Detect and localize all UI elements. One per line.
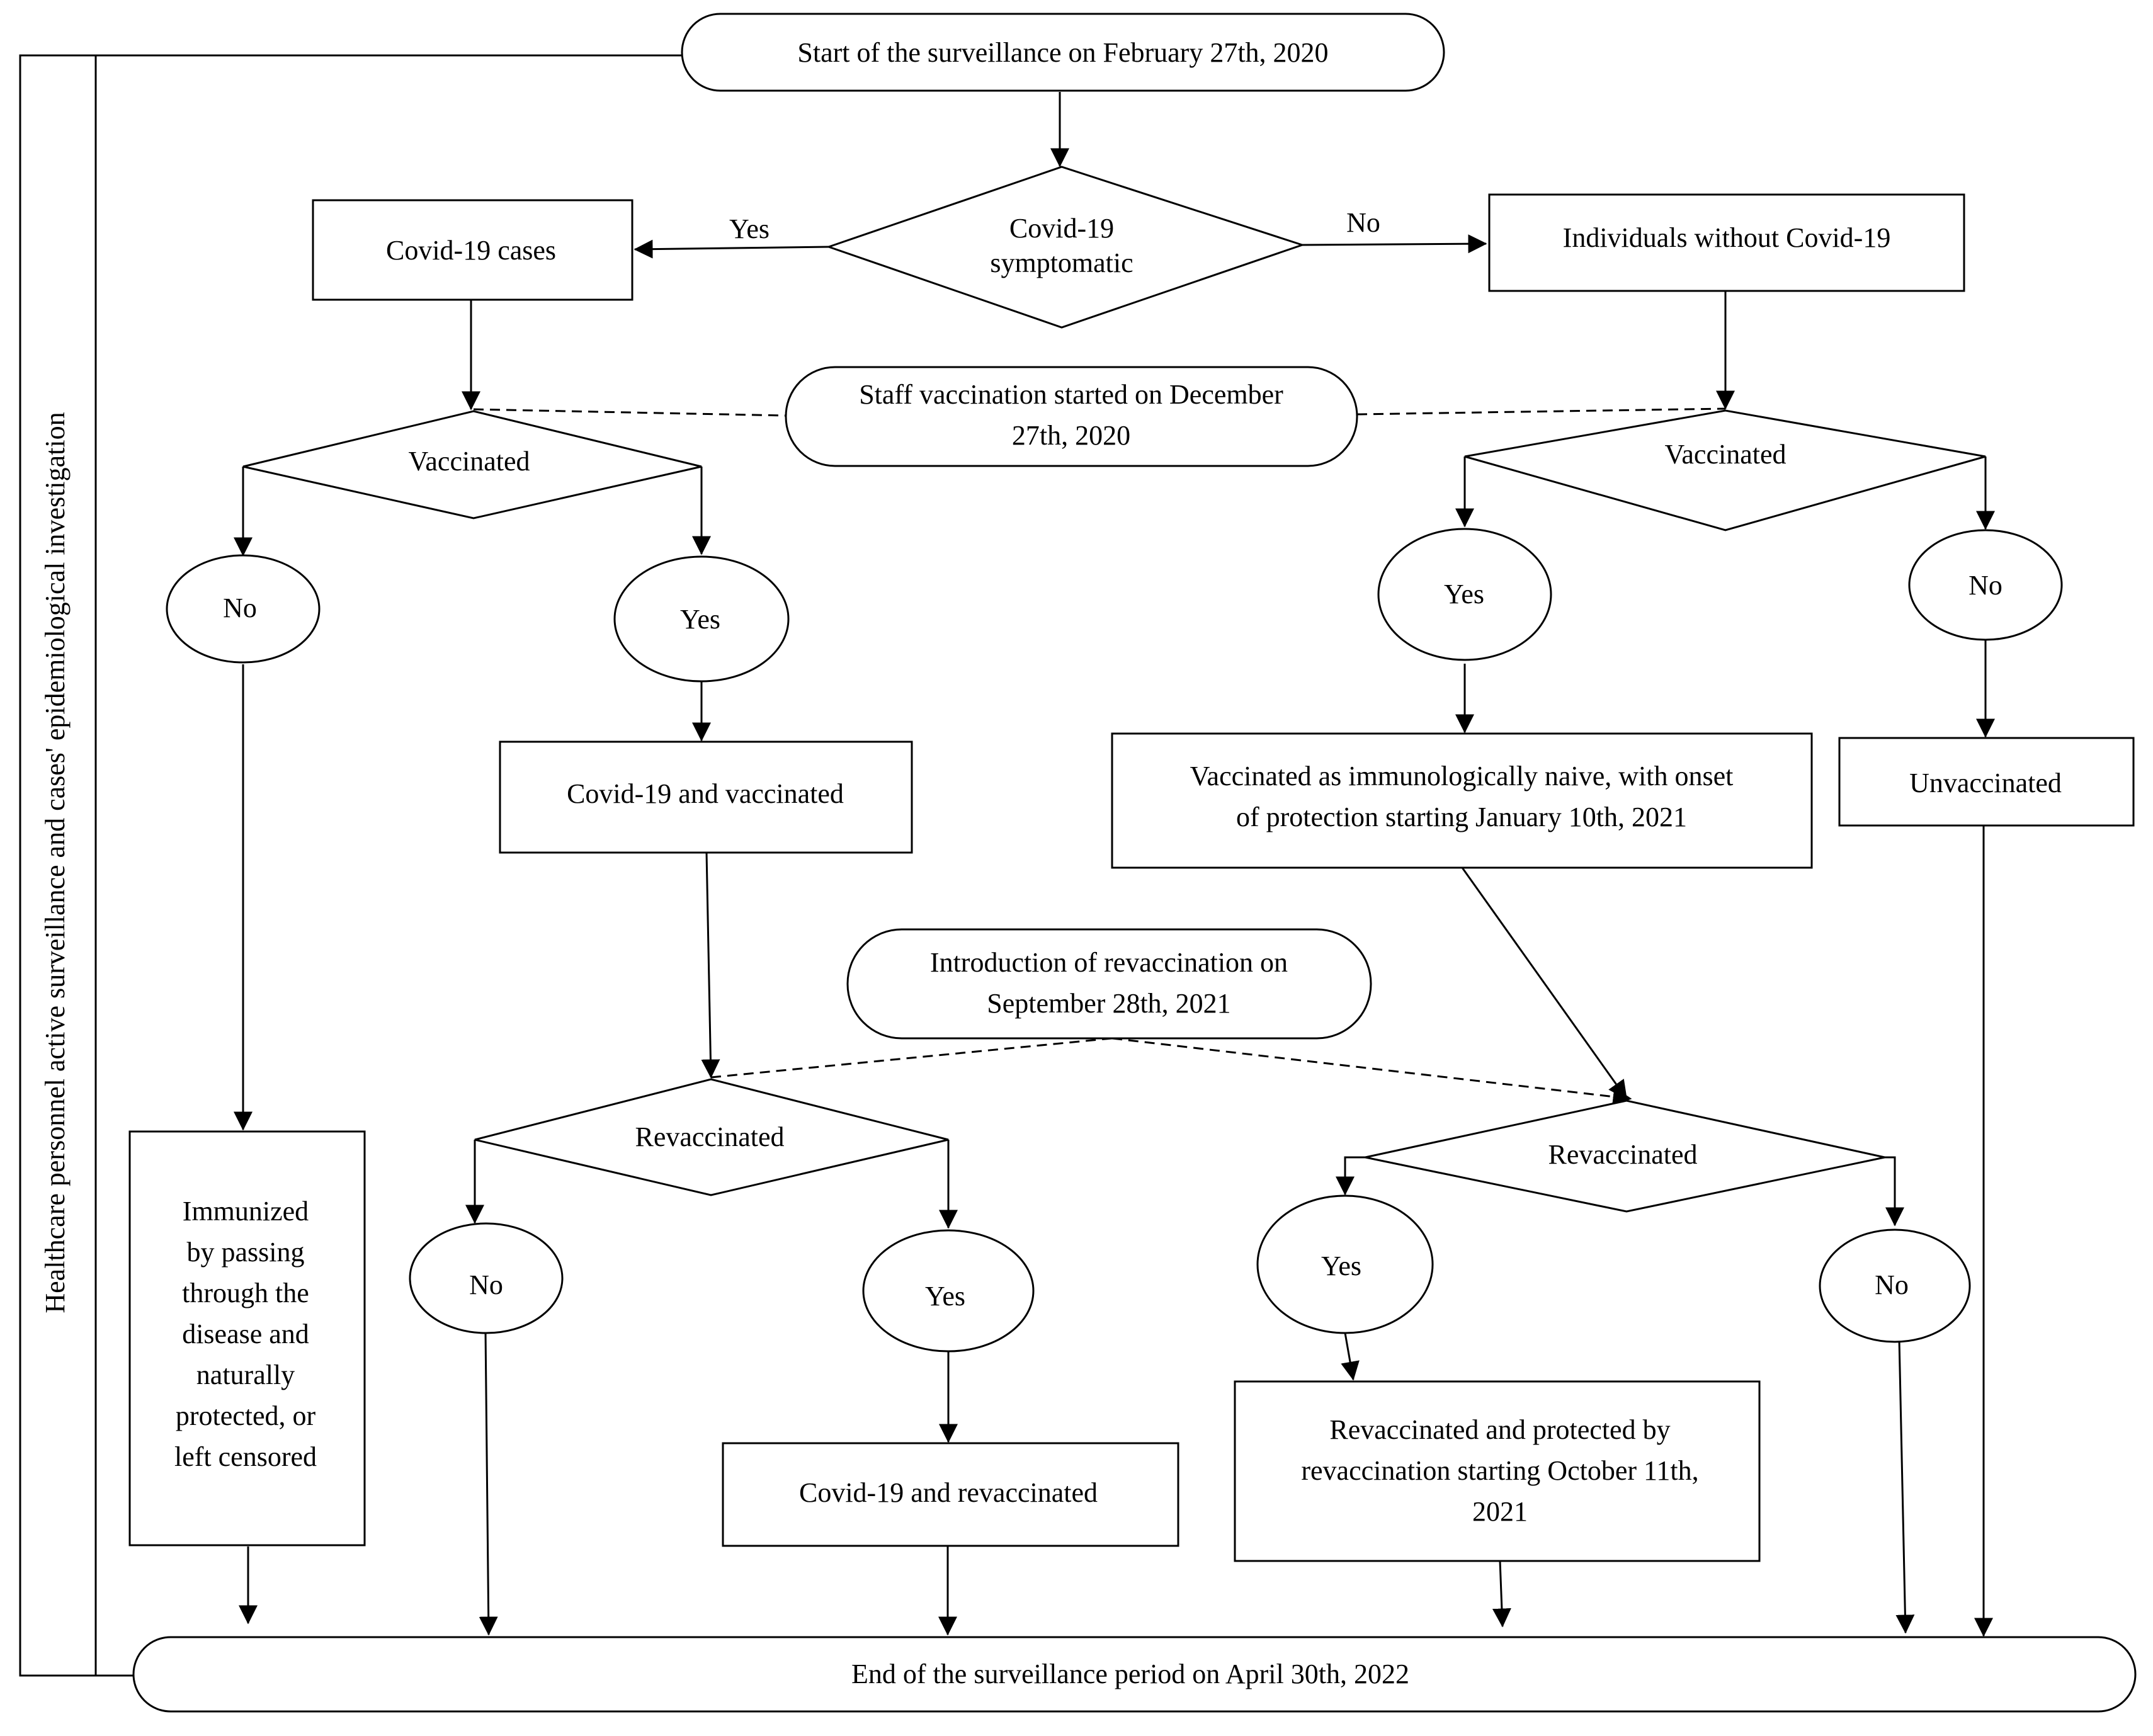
covid-symptomatic-line-1: Covid-19 <box>1009 213 1114 244</box>
yes-rev-left-node: Yes <box>862 1229 1035 1353</box>
arrow-decision-to-cases <box>633 239 829 259</box>
no-left-label: No <box>223 593 257 623</box>
covid-revaccinated-label: Covid-19 and revaccinated <box>799 1477 1098 1508</box>
immunized-line-6: protected, or <box>176 1400 316 1431</box>
arrow-decision-to-without <box>1302 234 1487 254</box>
immunized-line-3: through the <box>182 1278 309 1308</box>
no-rev-right-label: No <box>1875 1269 1909 1300</box>
dashed-link-staff-right <box>1356 407 1726 416</box>
yes-right-node: Yes <box>1377 528 1552 661</box>
covid-cases-node: Covid-19 cases <box>312 199 633 301</box>
revaccinated-protected-line-1: Revaccinated and protected by <box>1329 1414 1670 1445</box>
no-right-label: No <box>1968 570 2002 601</box>
arrow-no-right-to-end <box>1895 1339 1915 1634</box>
arrow-no-to-end <box>479 1331 498 1636</box>
without-covid-node: Individuals without Covid-19 <box>1488 193 1965 292</box>
start-node: Start of the surveillance on February 27… <box>681 13 1445 92</box>
covid-symptomatic-line-2: symptomatic <box>990 247 1133 278</box>
vaccinated-left-label: Vaccinated <box>409 446 530 477</box>
vaccinated-naive-line-2: of protection starting January 10th, 202… <box>1236 802 1687 832</box>
end-node: End of the surveillance period on April … <box>132 1636 2137 1713</box>
immunized-line-2: by passing <box>187 1237 305 1268</box>
yes-right-label: Yes <box>1444 579 1484 610</box>
yes-left-label: Yes <box>680 604 720 635</box>
connectors <box>234 92 1995 1637</box>
no-rev-left-node: No <box>409 1222 564 1334</box>
covid-symptomatic-decision: Covid-19 symptomatic <box>826 166 1305 329</box>
immunized-line-7: left censored <box>174 1441 317 1472</box>
revaccinated-right-label: Revaccinated <box>1548 1139 1698 1170</box>
immunized-line-5: naturally <box>196 1359 295 1390</box>
vaccinated-right-label: Vaccinated <box>1665 439 1787 470</box>
covid-cases-label: Covid-19 cases <box>386 235 556 266</box>
immunized-line-4: disease and <box>182 1319 309 1349</box>
dashed-link-revaccination-left <box>710 1037 1113 1079</box>
revaccinated-right-decision: Revaccinated <box>1365 1099 1885 1213</box>
revaccinated-protected-node: Revaccinated and protected by revaccinat… <box>1234 1380 1761 1562</box>
arrow-naive-to-revaccinated <box>1461 867 1628 1100</box>
vaccinated-right-decision: Vaccinated <box>1464 409 1986 531</box>
covid-revaccinated-node: Covid-19 and revaccinated <box>722 1442 1179 1547</box>
revaccinated-protected-line-2: revaccination starting October 11th, <box>1301 1455 1698 1486</box>
unvaccinated-label: Unvaccinated <box>1909 768 2062 798</box>
dashed-link-revaccination-right <box>1111 1037 1632 1106</box>
edge-label-no: No <box>1346 207 1380 238</box>
no-left-node: No <box>166 554 321 664</box>
unvaccinated-node: Unvaccinated <box>1838 737 2135 827</box>
immunized-node: Immunized by passing through the disease… <box>128 1130 366 1546</box>
arrow-revaccinated-right-to-yes <box>1336 1156 1365 1196</box>
dashed-link-staff-left <box>473 408 787 417</box>
revaccination-intro-line-2: September 28th, 2021 <box>987 988 1230 1019</box>
side-bracket: Healthcare personnel active surveillance… <box>19 54 681 1677</box>
side-label: Healthcare personnel active surveillance… <box>40 412 71 1313</box>
arrow-covid-vaccinated-to-revaccinated <box>701 852 720 1079</box>
vaccinated-left-decision: Vaccinated <box>242 410 702 519</box>
arrow-yes-to-protected <box>1341 1332 1360 1381</box>
yes-left-node: Yes <box>613 555 790 683</box>
arrow-protected-to-end <box>1492 1560 1511 1628</box>
revaccinated-protected-line-3: 2021 <box>1472 1496 1528 1527</box>
staff-vaccination-line-1: Staff vaccination started on December <box>859 379 1283 410</box>
no-rev-left-label: No <box>469 1269 503 1300</box>
immunized-line-1: Immunized <box>183 1196 309 1227</box>
start-label: Start of the surveillance on February 27… <box>797 37 1328 68</box>
staff-vaccination-line-2: 27th, 2020 <box>1012 420 1130 451</box>
revaccination-intro-node: Introduction of revaccination on Septemb… <box>846 928 1372 1040</box>
covid-vaccinated-label: Covid-19 and vaccinated <box>567 778 844 809</box>
edge-label-yes: Yes <box>729 213 770 244</box>
staff-vaccination-node: Staff vaccination started on December 27… <box>785 366 1358 467</box>
covid-vaccinated-node: Covid-19 and vaccinated <box>499 740 913 854</box>
vaccinated-naive-node: Vaccinated as immunologically naive, wit… <box>1111 732 1813 869</box>
no-rev-right-node: No <box>1819 1228 1971 1343</box>
side-bracket-box <box>19 54 97 1677</box>
without-covid-label: Individuals without Covid-19 <box>1563 222 1891 253</box>
revaccinated-left-label: Revaccinated <box>635 1121 785 1152</box>
yes-rev-right-label: Yes <box>1321 1251 1361 1281</box>
revaccination-intro-line-1: Introduction of revaccination on <box>930 947 1288 978</box>
revaccinated-left-decision: Revaccinated <box>474 1078 949 1196</box>
end-label: End of the surveillance period on April … <box>851 1659 1409 1689</box>
yes-rev-left-label: Yes <box>925 1281 965 1312</box>
arrow-revaccinated-right-to-no <box>1885 1156 1904 1227</box>
no-right-node: No <box>1908 529 2063 641</box>
yes-rev-right-node: Yes <box>1256 1194 1434 1334</box>
vaccinated-naive-line-1: Vaccinated as immunologically naive, wit… <box>1190 761 1734 791</box>
